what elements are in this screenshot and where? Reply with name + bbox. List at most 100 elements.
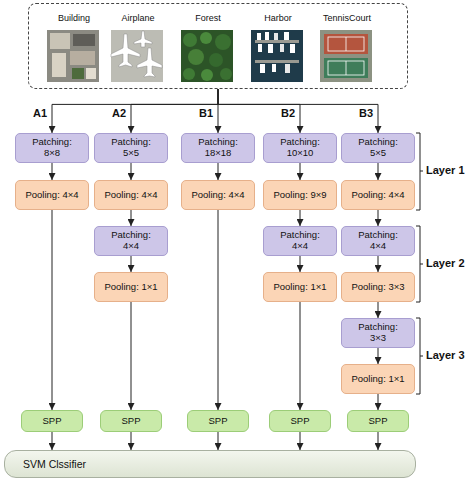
box-label: Pooling: 4×4 xyxy=(351,190,404,201)
image-label: TennisCourt xyxy=(307,13,387,23)
bracket xyxy=(416,318,423,394)
column-label: B3 xyxy=(359,107,373,120)
box-label: Patching: 5×5 xyxy=(104,137,158,159)
patching-box: Patching: 4×4 xyxy=(94,226,168,256)
box-label: SVM Clssifier xyxy=(23,458,86,470)
image-label: Building xyxy=(34,13,114,23)
airplane xyxy=(137,48,162,77)
image-label: Forest xyxy=(168,13,248,23)
box-label: Pooling: 9×9 xyxy=(273,190,326,201)
spp-box: SPP xyxy=(347,410,409,432)
connector-arrow xyxy=(378,394,379,410)
image-ground xyxy=(47,30,99,82)
connector-arrow xyxy=(52,210,53,410)
building-image xyxy=(47,30,99,82)
box-label: Pooling: 4×4 xyxy=(104,190,157,201)
tree xyxy=(183,33,197,47)
boat xyxy=(285,64,290,73)
airplane xyxy=(111,34,140,67)
image-ground xyxy=(181,30,233,82)
connector-arrow xyxy=(378,348,379,364)
layer-label: Layer 3 xyxy=(426,349,465,362)
box-label: Patching: 4×4 xyxy=(351,230,405,252)
box-label: Patching: 4×4 xyxy=(104,230,158,252)
patching-box: Patching: 5×5 xyxy=(341,133,415,163)
layer-label: Layer 1 xyxy=(426,164,465,177)
box-label: Patching: 18×18 xyxy=(191,137,245,159)
connector-arrow xyxy=(378,210,379,226)
connector-arrow xyxy=(52,89,218,133)
tree xyxy=(200,32,212,44)
box-label: SPP xyxy=(368,416,387,427)
connector-arrow xyxy=(300,432,301,450)
column-label: B1 xyxy=(199,107,213,120)
airplane-image xyxy=(111,30,163,82)
pooling-box: Pooling: 4×4 xyxy=(15,180,89,210)
tree xyxy=(209,53,223,67)
spp-box: SPP xyxy=(21,410,83,432)
spp-box: SPP xyxy=(187,410,249,432)
boat xyxy=(290,44,295,53)
classifier-box: SVM Clssifier xyxy=(4,450,416,478)
pooling-box: Pooling: 1×1 xyxy=(263,272,337,302)
roof xyxy=(52,53,66,77)
patching-box: Patching: 8×8 xyxy=(15,133,89,163)
image-ground xyxy=(320,30,372,82)
patching-box: Patching: 4×4 xyxy=(263,226,337,256)
connector-arrow xyxy=(378,256,379,272)
bracket xyxy=(416,226,423,302)
connector-arrow xyxy=(131,302,132,410)
patching-box: Patching: 10×10 xyxy=(263,133,337,163)
boat xyxy=(280,44,284,52)
column-label: B2 xyxy=(281,107,295,120)
box-label: SPP xyxy=(208,416,227,427)
boat xyxy=(272,64,276,72)
layer-label: Layer 2 xyxy=(426,257,465,270)
connector-arrow xyxy=(300,210,301,226)
pooling-box: Pooling: 4×4 xyxy=(181,180,255,210)
roof xyxy=(70,51,95,65)
tree xyxy=(201,69,213,81)
connector-arrow xyxy=(131,256,132,272)
tree xyxy=(220,68,232,80)
connector-arrow xyxy=(300,163,301,180)
connector-arrow xyxy=(218,163,219,180)
forest-image xyxy=(181,30,233,82)
connector-arrow xyxy=(218,210,219,410)
column-label: A1 xyxy=(33,107,47,120)
pooling-box: Pooling: 3×3 xyxy=(341,272,415,302)
boat xyxy=(284,32,289,40)
image-ground xyxy=(111,30,163,82)
connector-arrow xyxy=(131,210,132,226)
court-lines xyxy=(346,61,347,75)
boat xyxy=(274,33,278,40)
court-lines xyxy=(328,61,364,75)
pooling-box: Pooling: 9×9 xyxy=(263,180,337,210)
tree xyxy=(215,34,231,50)
court-lines xyxy=(346,37,347,51)
box-label: Pooling: 1×1 xyxy=(104,282,157,293)
patching-box: Patching: 5×5 xyxy=(94,133,168,163)
roof xyxy=(86,68,96,79)
tree xyxy=(188,49,204,65)
image-ground xyxy=(251,30,303,82)
box-label: Pooling: 3×3 xyxy=(351,282,404,293)
spp-box: SPP xyxy=(100,410,162,432)
spp-box: SPP xyxy=(269,410,331,432)
boat xyxy=(260,64,265,73)
connector-arrow xyxy=(218,89,300,133)
roof xyxy=(50,33,70,49)
box-label: Patching: 8×8 xyxy=(25,137,79,159)
image-label: Airplane xyxy=(98,13,178,23)
box-label: SPP xyxy=(290,416,309,427)
patching-box: Patching: 3×3 xyxy=(341,318,415,348)
column-label: A2 xyxy=(112,107,126,120)
court xyxy=(324,34,368,54)
pooling-box: Pooling: 4×4 xyxy=(341,180,415,210)
dock xyxy=(255,60,299,63)
image-panel: BuildingAirplaneForestHarborTennisCourt xyxy=(28,3,408,89)
harbor-image xyxy=(251,30,303,82)
pooling-box: Pooling: 1×1 xyxy=(94,272,168,302)
boat xyxy=(258,44,262,52)
